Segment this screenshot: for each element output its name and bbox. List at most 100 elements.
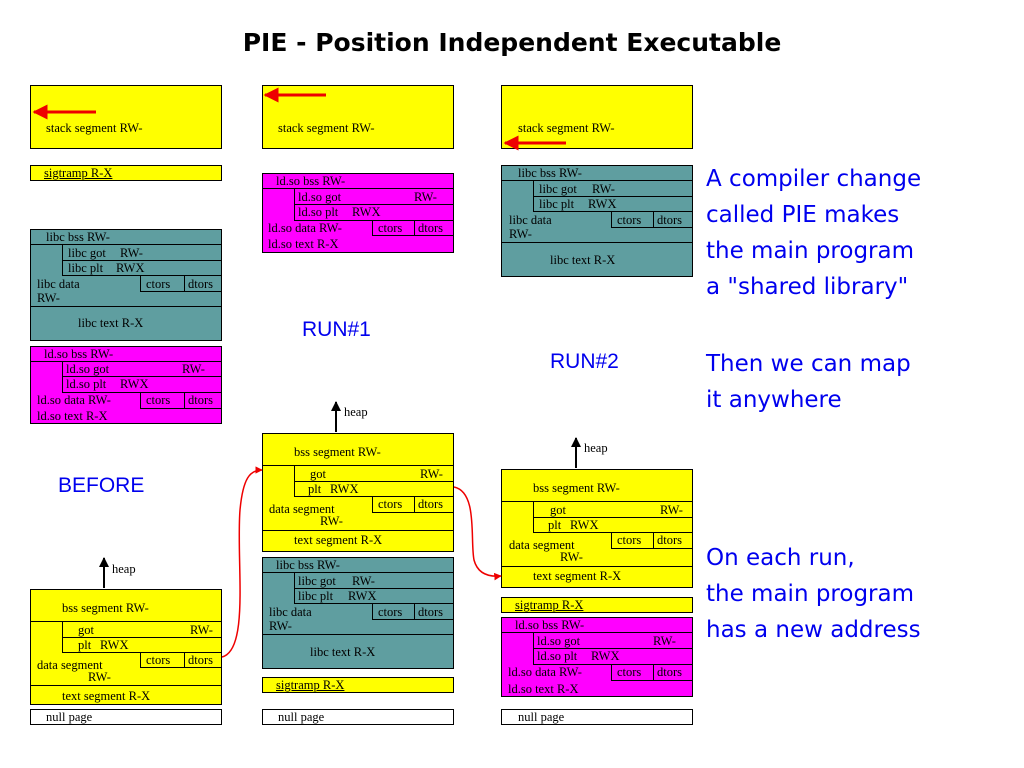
before-null-page [30,709,222,725]
before-ldso-data-label: ld.so data RW- [37,393,111,407]
run1-ctors: ctors [378,497,403,511]
run2-libc-ctors: ctors [617,213,642,227]
before-ldso-plt-label: ld.so plt [66,377,107,391]
note-line: it anywhere [706,387,842,413]
note-line: A compiler change [706,166,922,192]
run1-null-page-label: null page [278,710,325,724]
run1-ldso-dtors: dtors [418,221,443,235]
note-map-anywhere: Then we can map it anywhere [706,346,911,418]
run1-libc-data-label: libc data [269,605,312,619]
run2-sigtramp [501,597,693,613]
before-libc-plt-label: libc plt [68,261,104,275]
run2-libc-got-label: libc got [539,182,577,196]
before-ldso-got-perm: RW- [182,362,205,376]
run2-ldso-ctors: ctors [617,665,642,679]
run2-ctors: ctors [617,533,642,547]
run2-ldso-data-label: ld.so data RW- [508,665,582,679]
before-text-seg-label: text segment R-X [62,689,151,703]
run2-dtors: dtors [657,533,682,547]
before-ctors: ctors [146,653,171,667]
run1-plt-perm: RWX [330,482,359,496]
note-line: the main program [706,238,915,264]
run2-plt-perm: RWX [570,518,599,532]
note-line: the main program [706,581,915,607]
run2-libc-plt-perm: RWX [588,197,617,211]
run2-ldso-got-perm: RW- [653,634,676,648]
run1-libc-text-label: libc text R-X [310,645,376,659]
before-plt-label: plt [78,638,92,652]
run1-sigtramp [262,677,454,693]
run2-ldso-got-label: ld.so got [537,634,581,648]
before-ldso-got-label: ld.so got [66,362,110,376]
before-libc-text-label: libc text R-X [78,316,144,330]
run1-got-perm: RW- [420,467,443,481]
run2-libc-block [501,165,693,277]
run2-data-seg-perm: RW- [560,550,583,564]
run1-ldso-text-label: ld.so text R-X [268,237,339,251]
before-dtors: dtors [188,653,213,667]
run2-libc-plt-label: libc plt [539,197,575,211]
run2-got-label: got [550,503,566,517]
run1-null-page [262,709,454,725]
run1-ldso-got-perm: RW- [414,190,437,204]
run1-libc-ctors: ctors [378,605,403,619]
run2-heap-label: heap [584,441,608,455]
note-line: called PIE makes [706,202,900,228]
run1-heap-label: heap [344,405,368,419]
before-bss-label: bss segment RW- [62,601,149,615]
before-ldso-bss-label: ld.so bss RW- [44,347,114,361]
run2-libc-data-label: libc data [509,213,552,227]
run1-got-label: got [310,467,326,481]
run1-libc-data-perm: RW- [269,619,292,633]
before-ldso-plt-perm: RWX [120,377,149,391]
before-libc-dtors: dtors [188,277,213,291]
before-libc-plt-perm: RWX [116,261,145,275]
run1-ldso-ctors: ctors [378,221,403,235]
note-line: Then we can map [706,351,911,377]
before-libc-data-perm: RW- [37,291,60,305]
before-libc-bss-label: libc bss RW- [46,230,110,244]
run1-libc-bss-label: libc bss RW- [276,558,340,572]
run2-got-perm: RW- [660,503,683,517]
before-heap-label: heap [112,562,136,576]
before-sigtramp [30,165,222,181]
run2-libc-text-label: libc text R-X [550,253,616,267]
before-label: BEFORE [58,474,145,497]
run2-ldso-plt-label: ld.so plt [537,649,578,663]
run2-null-page-label: null page [518,710,565,724]
before-libc-data-label: libc data [37,277,80,291]
run2-libc-data-perm: RW- [509,227,532,241]
run2-ldso-text-label: ld.so text R-X [508,682,579,696]
run2-null-page [501,709,693,725]
run1-ldso-plt-label: ld.so plt [298,205,339,219]
run1-bss-label: bss segment RW- [294,445,381,459]
note-line: a "shared library" [706,274,909,300]
run1-libc-dtors: dtors [418,605,443,619]
note-compiler-change: A compiler change called PIE makes the m… [706,161,921,305]
run1-plt-label: plt [308,482,322,496]
before-ldso-text-label: ld.so text R-X [37,409,108,423]
run2-data-seg-label: data segment [509,538,575,552]
run1-text-seg-label: text segment R-X [294,533,383,547]
run1-sigtramp-label: sigtramp R-X [276,678,345,692]
note-line: On each run, [706,545,855,571]
run2-ldso-dtors: dtors [657,665,682,679]
run1-to-run2-arrow [453,486,502,581]
run1-dtors: dtors [418,497,443,511]
run1-stack-label: stack segment RW- [278,121,375,135]
before-libc-got-label: libc got [68,246,106,260]
before-stack-label: stack segment RW- [46,121,143,135]
note-new-address: On each run, the main program has a new … [706,540,921,648]
run1-ldso-got-label: ld.so got [298,190,342,204]
before-ldso-dtors: dtors [188,393,213,407]
run2-text-seg-label: text segment R-X [533,569,622,583]
page-title: PIE - Position Independent Executable [242,28,782,57]
run1-libc-plt-perm: RWX [348,589,377,603]
run1-libc-got-label: libc got [298,574,336,588]
run1-libc-plt-label: libc plt [298,589,334,603]
run2-libc-got-perm: RW- [592,182,615,196]
run1-libc-got-perm: RW- [352,574,375,588]
run2-ldso-bss-label: ld.so bss RW- [515,618,585,632]
before-got-perm: RW- [190,623,213,637]
run2-bss-label: bss segment RW- [533,481,620,495]
